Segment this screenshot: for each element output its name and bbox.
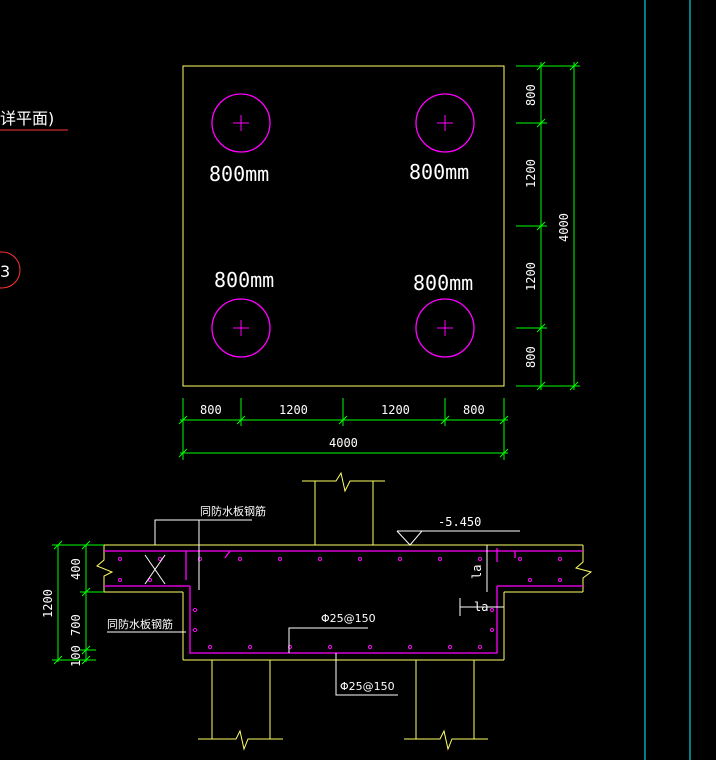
dim-h-1: 800	[200, 403, 222, 417]
section-x-mark	[144, 554, 166, 585]
horizontal-dimensions	[178, 398, 509, 460]
pile-circle	[415, 298, 475, 358]
depth-dim-1: 400	[69, 558, 83, 580]
anchorage-label-1: la	[470, 565, 484, 579]
dim-h-total: 4000	[329, 436, 358, 450]
pile-circle	[415, 93, 475, 153]
elevation-label: -5.450	[438, 515, 481, 529]
note-leaders	[107, 519, 398, 696]
section-depth-dims	[52, 540, 104, 665]
dim-v-4: 800	[524, 346, 538, 368]
pile-circle	[211, 298, 271, 358]
rebar-bottom-label: Φ25@150	[340, 680, 395, 693]
rebar-lines	[104, 548, 583, 654]
dim-h-4: 800	[463, 403, 485, 417]
dim-h-3: 1200	[381, 403, 410, 417]
section-outline	[96, 544, 593, 661]
piles-below	[198, 660, 488, 751]
dim-h-2: 1200	[279, 403, 308, 417]
depth-dim-total: 1200	[41, 589, 55, 618]
anchorage-dims	[459, 545, 504, 616]
anchorage-label-2: la	[474, 600, 488, 614]
partial-marker: 3	[0, 262, 10, 281]
pile-label-top-right: 800mm	[409, 160, 469, 184]
column-above	[302, 471, 385, 545]
depth-dim-3: 100	[69, 645, 83, 667]
pile-circle	[211, 93, 271, 153]
vertical-dimensions	[516, 61, 580, 391]
pile-cap-outline	[182, 65, 505, 387]
dim-v-total: 4000	[557, 213, 571, 242]
pile-label-top-left: 800mm	[209, 162, 269, 186]
rebar-note-top: 同防水板钢筋	[200, 504, 266, 518]
pile-top-left	[211, 93, 271, 153]
elevation-marker	[396, 530, 520, 546]
pile-top-right	[415, 93, 475, 153]
rebar-note-left: 同防水板钢筋	[107, 617, 173, 631]
dim-v-3: 1200	[524, 262, 538, 291]
dim-v-2: 1200	[524, 159, 538, 188]
partial-marker-circle	[0, 251, 21, 289]
depth-dim-2: 700	[69, 614, 83, 636]
pile-label-bottom-right: 800mm	[413, 271, 473, 295]
rebar-dots	[117, 556, 563, 650]
pile-label-bottom-left: 800mm	[214, 268, 274, 292]
dim-v-1: 800	[524, 84, 538, 106]
rebar-inner-label: Φ25@150	[321, 612, 376, 625]
pile-bottom-right	[415, 298, 475, 358]
pile-bottom-left	[211, 298, 271, 358]
partial-title: 详平面)	[0, 109, 54, 128]
